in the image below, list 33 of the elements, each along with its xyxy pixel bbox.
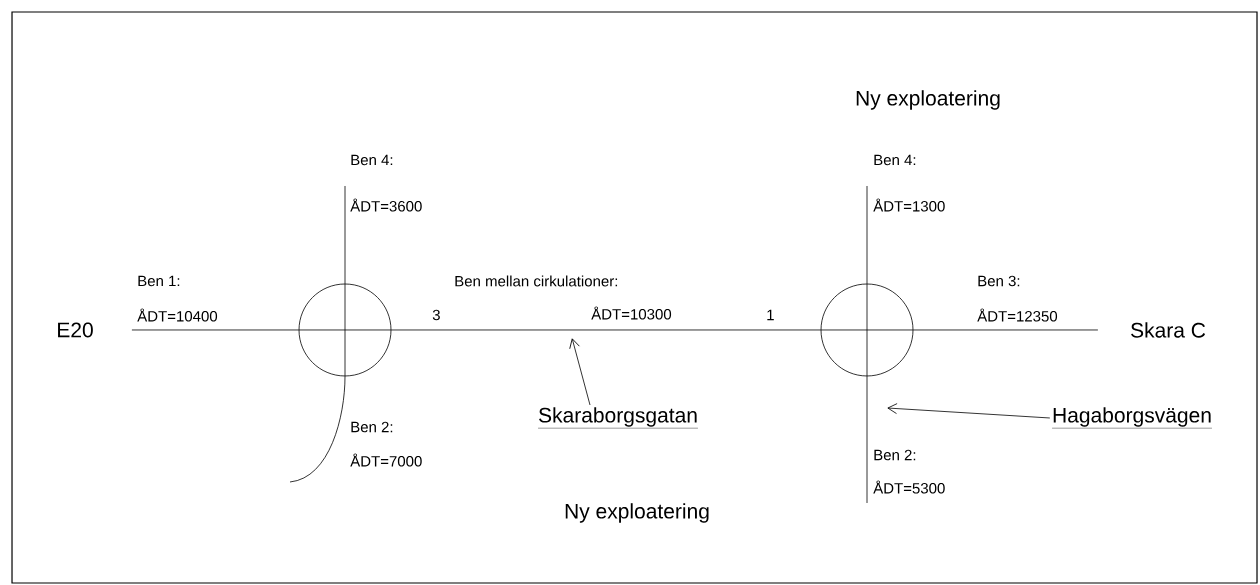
road bbox=[866, 185, 868, 284]
area-label: Ny exploatering bbox=[856, 90, 1000, 110]
road bbox=[131, 329, 299, 331]
traffic-label: ÅDT=10400 bbox=[137, 308, 218, 322]
road bbox=[913, 329, 1099, 331]
traffic-label: Ben 1: bbox=[138, 275, 180, 287]
leader-arrow bbox=[887, 403, 1051, 419]
road bbox=[289, 376, 346, 483]
traffic-label: 3 bbox=[432, 309, 440, 321]
traffic-label: ÅDT=7000 bbox=[350, 453, 422, 467]
area-label: Ny exploatering bbox=[565, 503, 709, 523]
place-name: Skara C bbox=[1131, 322, 1206, 338]
road bbox=[344, 185, 346, 284]
traffic-label: Ben 4: bbox=[874, 154, 916, 166]
traffic-label: Ben 3: bbox=[978, 275, 1020, 287]
traffic-label: Ben 2: bbox=[874, 449, 916, 461]
roundabout bbox=[820, 283, 914, 377]
traffic-label: Ben 2: bbox=[351, 421, 393, 433]
place-name: E20 bbox=[58, 322, 93, 338]
road bbox=[391, 329, 821, 331]
traffic-label: ÅDT=12350 bbox=[977, 308, 1058, 322]
traffic-label: ÅDT=1300 bbox=[873, 198, 945, 212]
traffic-label: 1 bbox=[767, 309, 774, 321]
traffic-label: Ben 4: bbox=[351, 154, 393, 166]
traffic-label: ÅDT=3600 bbox=[350, 198, 422, 212]
traffic-label: Ben mellan cirkulationer: bbox=[455, 275, 618, 287]
leader-arrow bbox=[569, 338, 591, 406]
road bbox=[866, 376, 868, 504]
traffic-label: ÅDT=5300 bbox=[873, 480, 945, 494]
traffic-label: ÅDT=10300 bbox=[591, 306, 672, 320]
roundabout bbox=[298, 283, 392, 377]
road-name: Hagaborgsvägen bbox=[1051, 407, 1213, 429]
road-name: Skaraborgsgatan bbox=[537, 407, 699, 429]
